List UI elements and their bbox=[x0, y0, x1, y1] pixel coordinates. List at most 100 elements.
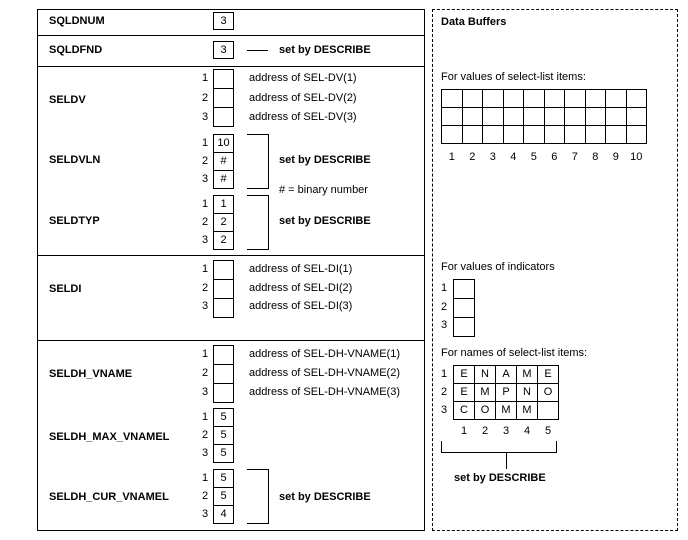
select-value-cell bbox=[502, 125, 524, 144]
select-value-cell bbox=[523, 107, 545, 126]
seldv-address: address of SEL-DV(3) bbox=[249, 111, 357, 123]
seldi-address: address of SEL-DI(2) bbox=[249, 282, 353, 294]
name-char-cell: O bbox=[537, 383, 559, 402]
leader-line bbox=[247, 50, 268, 51]
select-value-cell bbox=[441, 125, 463, 144]
seldi-cell bbox=[213, 279, 234, 299]
select-value-cell bbox=[461, 125, 483, 144]
name-char-cell: E bbox=[453, 365, 475, 384]
indicator-index: 1 bbox=[441, 282, 448, 294]
seldv-index: 2 bbox=[202, 92, 209, 104]
sqldfnd-label: SQLDFND bbox=[49, 44, 103, 56]
seldi-index: 3 bbox=[202, 300, 209, 312]
sqldfnd-note: set by DESCRIBE bbox=[279, 44, 371, 56]
name-char-cell: M bbox=[516, 365, 538, 384]
select-value-cell bbox=[564, 89, 586, 108]
seldh-max-vnamel-cell: 5 bbox=[213, 444, 234, 463]
sqldnum-label: SQLDNUM bbox=[49, 15, 105, 27]
names-column-label: 4 bbox=[523, 425, 531, 437]
seldv-cell bbox=[213, 69, 234, 89]
names-row-index: 1 bbox=[441, 368, 448, 380]
select-value-cell bbox=[523, 125, 545, 144]
seldtyp-cell: 2 bbox=[213, 231, 234, 250]
name-char-cell: E bbox=[453, 383, 475, 402]
seldh-vname-cell bbox=[213, 383, 234, 403]
indicator-cell bbox=[453, 298, 475, 318]
seldtyp-cell: 2 bbox=[213, 213, 234, 232]
select-value-cell bbox=[625, 107, 647, 126]
seldh-vname-address: address of SEL-DH-VNAME(2) bbox=[249, 367, 400, 379]
seldh-max-vnamel-index: 3 bbox=[202, 447, 209, 459]
seldi-index: 2 bbox=[202, 282, 209, 294]
select-value-cell bbox=[584, 125, 606, 144]
select-value-cell bbox=[605, 107, 627, 126]
seldv-index: 3 bbox=[202, 111, 209, 123]
select-value-column-label: 8 bbox=[592, 151, 599, 163]
seldh-cur-vnamel-index: 1 bbox=[202, 472, 209, 484]
select-value-cell bbox=[502, 89, 524, 108]
descriptor-panel bbox=[37, 9, 425, 531]
divider bbox=[37, 35, 425, 36]
select-value-cell bbox=[461, 107, 483, 126]
name-char-cell: N bbox=[474, 365, 496, 384]
select-value-cell bbox=[584, 89, 606, 108]
name-char-cell bbox=[537, 401, 559, 420]
select-value-column-label: 7 bbox=[571, 151, 578, 163]
select-value-cell bbox=[502, 107, 524, 126]
select-value-cell bbox=[441, 107, 463, 126]
seldh-cur-vnamel-index: 2 bbox=[202, 490, 209, 502]
indicator-cell bbox=[453, 317, 475, 337]
select-value-column-label: 9 bbox=[612, 151, 619, 163]
seldvln-label: SELDVLN bbox=[49, 154, 101, 166]
names-column-label: 1 bbox=[460, 425, 468, 437]
seldtyp-cell: 1 bbox=[213, 195, 234, 214]
bracket bbox=[247, 469, 269, 524]
names-row-index: 2 bbox=[441, 386, 448, 398]
select-values-caption: For values of select-list items: bbox=[441, 71, 586, 83]
select-value-cell bbox=[564, 107, 586, 126]
seldv-address: address of SEL-DV(2) bbox=[249, 92, 357, 104]
name-char-cell: P bbox=[495, 383, 517, 402]
divider bbox=[37, 255, 425, 256]
seldh-max-vnamel-index: 1 bbox=[202, 411, 209, 423]
select-value-cell bbox=[564, 125, 586, 144]
seldtyp-label: SELDTYP bbox=[49, 215, 100, 227]
seldh-max-vnamel-cell: 5 bbox=[213, 426, 234, 445]
indicator-index: 3 bbox=[441, 319, 448, 331]
name-char-cell: N bbox=[516, 383, 538, 402]
select-value-cell bbox=[482, 125, 504, 144]
select-value-column-label: 1 bbox=[448, 151, 455, 163]
indicators-caption: For values of indicators bbox=[441, 261, 555, 273]
divider bbox=[37, 340, 425, 341]
seldtyp-index: 2 bbox=[202, 216, 209, 228]
seldh-vname-index: 1 bbox=[202, 348, 209, 360]
select-value-cell bbox=[543, 89, 565, 108]
name-char-cell: M bbox=[516, 401, 538, 420]
binary-number-note: # = binary number bbox=[279, 184, 368, 196]
bracket bbox=[441, 441, 557, 453]
name-char-cell: C bbox=[453, 401, 475, 420]
names-caption: For names of select-list items: bbox=[441, 347, 588, 359]
seldh-cur-vnamel-cell: 4 bbox=[213, 505, 234, 524]
seldi-cell bbox=[213, 260, 234, 280]
bracket bbox=[247, 134, 269, 189]
seldv-cell bbox=[213, 107, 234, 127]
seldh-vname-index: 3 bbox=[202, 386, 209, 398]
seldtyp-index: 1 bbox=[202, 198, 209, 210]
select-value-cell bbox=[523, 89, 545, 108]
names-row-index: 3 bbox=[441, 404, 448, 416]
name-char-cell: O bbox=[474, 401, 496, 420]
names-column-label: 5 bbox=[544, 425, 552, 437]
seldh-cur-vnamel-note: set by DESCRIBE bbox=[279, 491, 371, 503]
seldvln-cell: # bbox=[213, 170, 234, 189]
seldvln-index: 3 bbox=[202, 173, 209, 185]
select-value-column-label: 10 bbox=[630, 151, 643, 163]
select-value-cell bbox=[461, 89, 483, 108]
select-value-cell bbox=[625, 125, 647, 144]
select-value-cell bbox=[605, 89, 627, 108]
name-char-cell: M bbox=[495, 401, 517, 420]
seldh-cur-vnamel-cell: 5 bbox=[213, 469, 234, 488]
seldv-cell bbox=[213, 88, 234, 108]
seldvln-index: 2 bbox=[202, 155, 209, 167]
seldh-cur-vnamel-label: SELDH_CUR_VNAMEL bbox=[49, 491, 169, 503]
